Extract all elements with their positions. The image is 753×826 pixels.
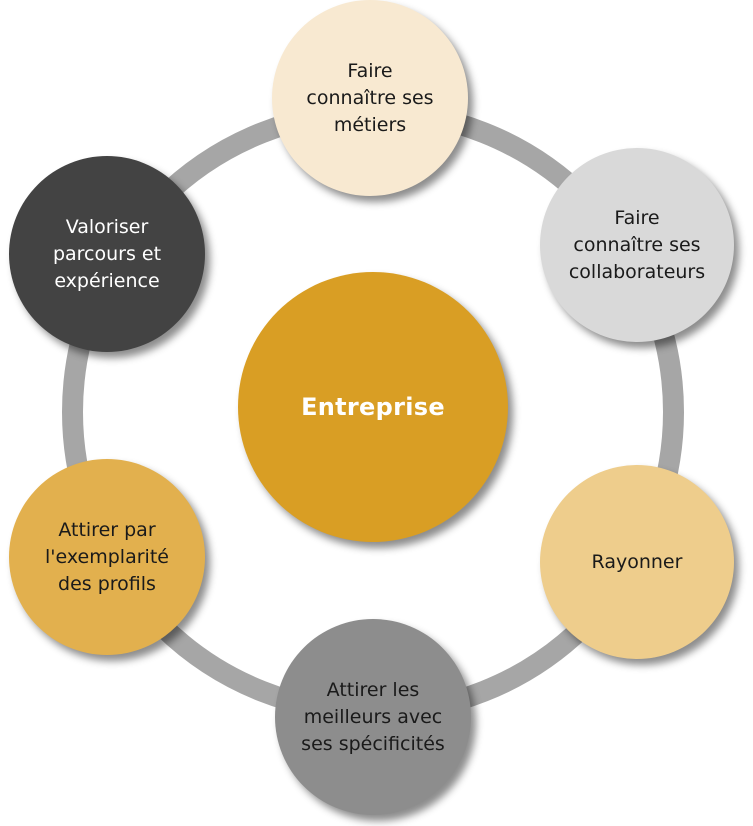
node-rayonner: Rayonner: [540, 465, 734, 659]
center-label: Entreprise: [301, 393, 445, 421]
node-label: Valoriser parcours et expérience: [52, 215, 162, 292]
node-label: Faire connaître ses métiers: [306, 59, 434, 136]
node-attirer-exemplarite: Attirer par l'exemplarité des profils: [9, 459, 205, 655]
node-faire-connaitre-collaborateurs: Faire connaître ses collaborateurs: [540, 148, 734, 342]
node-label: Faire connaître ses collaborateurs: [568, 206, 706, 283]
node-label: Attirer les meilleurs avec ses spécifici…: [301, 678, 445, 755]
node-label: Attirer par l'exemplarité des profils: [45, 518, 169, 595]
center-node-entreprise: Entreprise: [238, 272, 508, 542]
node-label: Rayonner: [591, 550, 683, 573]
node-faire-connaitre-metiers: Faire connaître ses métiers: [272, 0, 468, 196]
node-attirer-meilleurs: Attirer les meilleurs avec ses spécifici…: [275, 619, 471, 815]
node-valoriser-parcours: Valoriser parcours et expérience: [9, 156, 205, 352]
